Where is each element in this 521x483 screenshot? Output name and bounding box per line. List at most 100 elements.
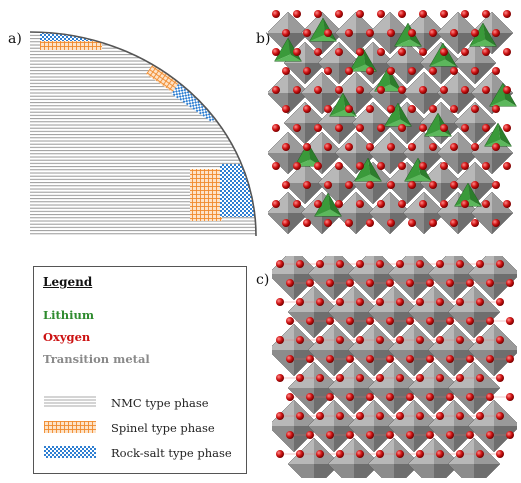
oxygen-atom — [436, 336, 444, 344]
oxygen-atom — [366, 393, 374, 401]
oxygen-atom — [303, 219, 311, 227]
oxygen-atom — [396, 374, 404, 382]
oxygen-atom — [482, 86, 490, 94]
oxygen-atom — [316, 298, 324, 306]
oxygen-atom — [440, 200, 448, 208]
oxygen-atom — [492, 181, 500, 189]
oxygen-atom — [272, 162, 280, 170]
oxygen-atom — [506, 317, 514, 325]
oxygen-atom — [471, 67, 479, 75]
oxygen-atom — [293, 200, 301, 208]
oxygen-atom — [419, 124, 427, 132]
oxygen-atom — [276, 450, 284, 458]
oxygen-atom — [356, 124, 364, 132]
oxygen-atom — [286, 355, 294, 363]
oxygen-atom — [416, 298, 424, 306]
oxygen-atom — [316, 412, 324, 420]
oxygen-atom — [476, 374, 484, 382]
oxygen-atom — [286, 393, 294, 401]
oxygen-atom — [314, 162, 322, 170]
oxygen-atom — [486, 393, 494, 401]
panel-a-label: a) — [8, 31, 22, 47]
oxygen-atom — [496, 298, 504, 306]
oxygen-atom — [446, 355, 454, 363]
oxygen-atom — [377, 48, 385, 56]
oxygen-atom — [461, 162, 469, 170]
nmc-phase-label: NMC type phase — [111, 396, 209, 410]
oxygen-atom — [426, 355, 434, 363]
oxygen-atom — [272, 124, 280, 132]
oxygen-atom — [398, 86, 406, 94]
oxygen-atom — [306, 317, 314, 325]
lithium-tetrahedron — [329, 92, 357, 117]
oxygen-atom — [366, 431, 374, 439]
oxygen-atom — [296, 298, 304, 306]
oxygen-atom — [476, 450, 484, 458]
oxygen-atom — [346, 431, 354, 439]
oxygen-atom — [456, 298, 464, 306]
oxygen-atom — [316, 260, 324, 268]
oxygen-atom — [276, 298, 284, 306]
oxygen-atom — [408, 105, 416, 113]
oxygen-atom — [296, 412, 304, 420]
oxygen-atom — [366, 279, 374, 287]
oxygen-atom — [276, 336, 284, 344]
oxygen-atom — [396, 450, 404, 458]
rocksalt-phase-swatch — [44, 446, 96, 458]
oxygen-atom — [406, 355, 414, 363]
oxygen-atom — [450, 219, 458, 227]
oxygen-atom — [346, 317, 354, 325]
oxygen-atom — [492, 105, 500, 113]
oxygen-atom — [376, 450, 384, 458]
oxygen-atom — [377, 10, 385, 18]
oxygen-atom — [461, 48, 469, 56]
oxygen-atom — [396, 298, 404, 306]
oxygen-atom — [366, 219, 374, 227]
legend-title: Legend — [43, 275, 93, 289]
oxygen-atom — [503, 86, 511, 94]
oxygen-atom — [429, 219, 437, 227]
oxygen-atom — [496, 374, 504, 382]
oxygen-atom — [356, 450, 364, 458]
oxygen-atom — [446, 279, 454, 287]
oxygen-atom — [282, 105, 290, 113]
rocksalt-region-top — [40, 33, 102, 41]
oxygen-atom — [296, 374, 304, 382]
lithium-tetrahedron — [484, 122, 512, 147]
oxygen-atom — [356, 374, 364, 382]
oxygen-atom — [408, 67, 416, 75]
oxygen-atom — [366, 355, 374, 363]
oxygen-atom — [503, 200, 511, 208]
oxygen-atom — [356, 48, 364, 56]
oxygen-atom — [276, 260, 284, 268]
oxygen-atom — [436, 374, 444, 382]
oxygen-atom — [324, 29, 332, 37]
oxygen-atom — [482, 162, 490, 170]
oxygen-atom — [503, 124, 511, 132]
oxygen-atom — [272, 86, 280, 94]
oxygen-atom — [406, 393, 414, 401]
lithium-tetrahedron — [404, 157, 432, 182]
oxygen-atom — [376, 412, 384, 420]
oxygen-atom — [324, 105, 332, 113]
oxygen-atom — [356, 10, 364, 18]
oxygen-atom — [282, 181, 290, 189]
oxygen-atom — [466, 431, 474, 439]
oxygen-atom — [296, 336, 304, 344]
oxygen-atom — [419, 162, 427, 170]
oxygen-atom — [356, 298, 364, 306]
oxygen-atom — [456, 412, 464, 420]
oxygen-atom — [296, 450, 304, 458]
oxygen-atom — [461, 10, 469, 18]
oxygen-atom — [346, 279, 354, 287]
oxygen-atom — [336, 374, 344, 382]
oxygen-atom — [471, 105, 479, 113]
oxygen-atom — [286, 317, 294, 325]
oxygen-atom — [314, 124, 322, 132]
metal-octahedron — [467, 399, 517, 453]
oxygen-atom — [376, 298, 384, 306]
oxygen-atom — [398, 10, 406, 18]
lithium-tetrahedron — [384, 102, 412, 127]
oxygen-atom — [436, 412, 444, 420]
oxygen-atom — [476, 298, 484, 306]
